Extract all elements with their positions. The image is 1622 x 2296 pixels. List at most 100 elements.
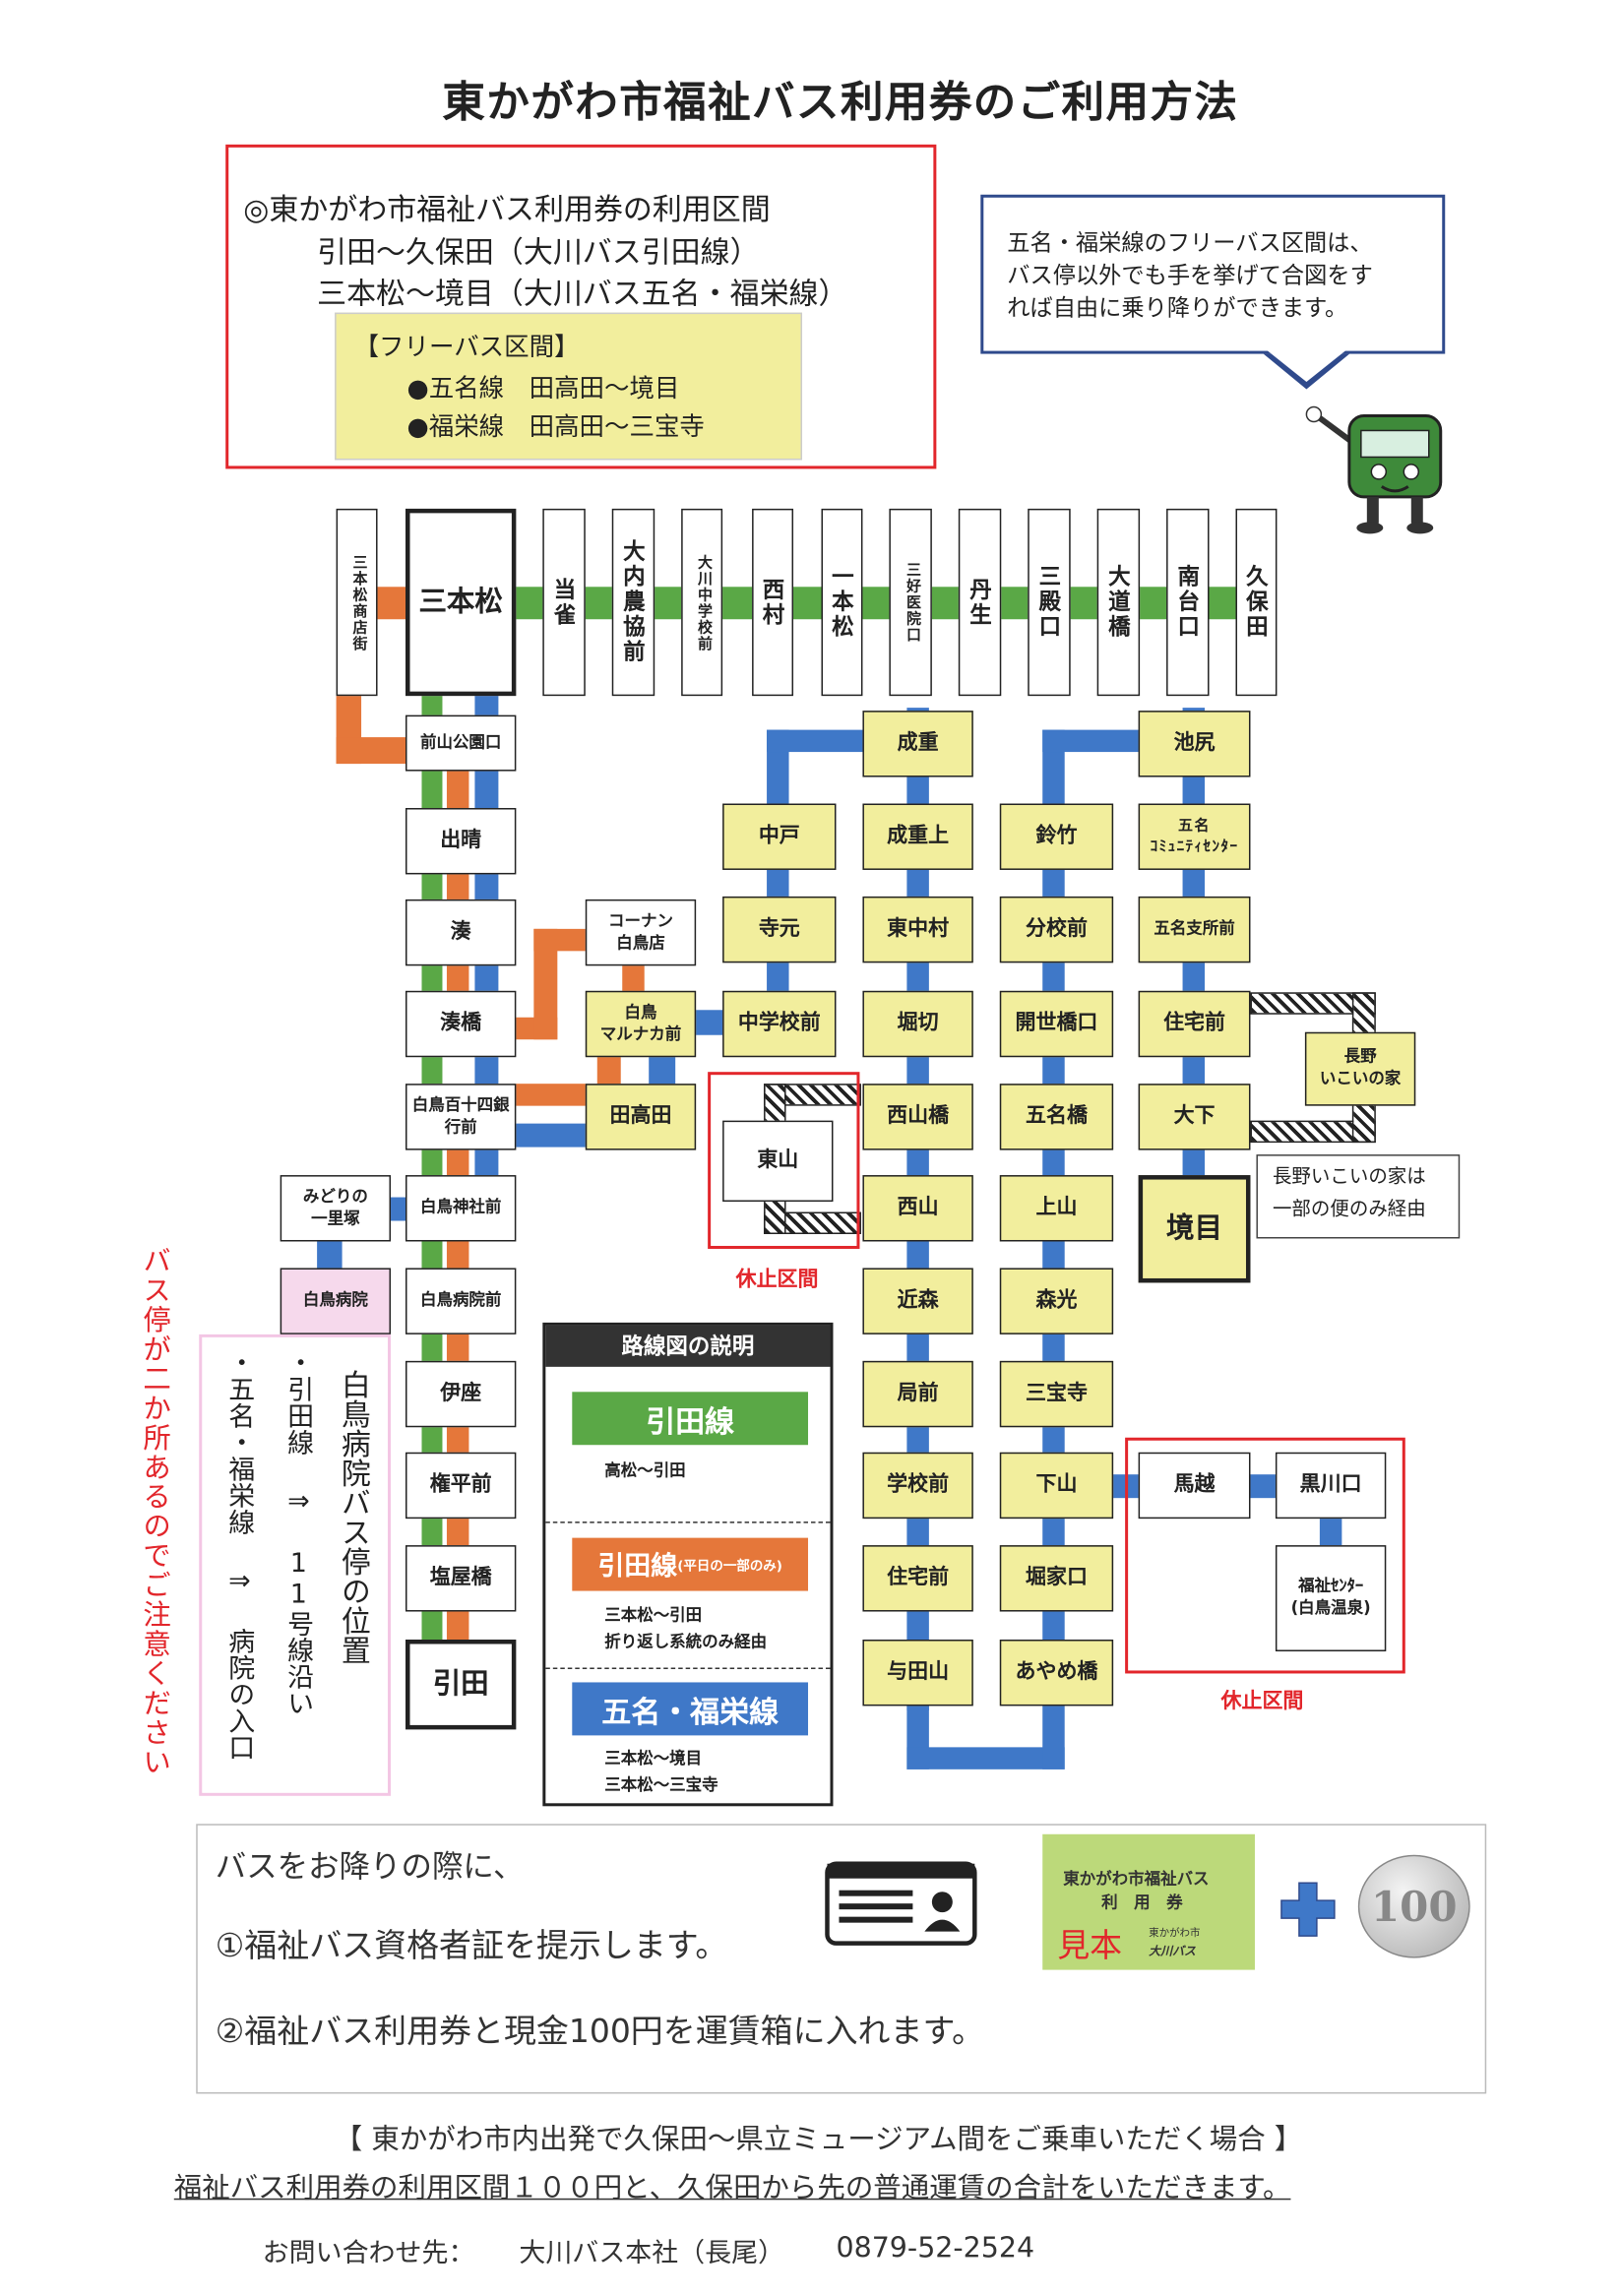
bubble-line: 五名・福栄線のフリーバス区間は、 [1007,229,1373,257]
bus-stop[interactable]: 当雀 [542,508,586,697]
bus-stop[interactable]: 近森 [862,1268,973,1334]
contact-name: 大川バス本社（長尾） [519,2238,785,2269]
bus-stop[interactable]: 住宅前 [1138,990,1251,1058]
bus-stop[interactable]: 分校前 [999,896,1114,963]
usage-route-gomyo: 三本松～境目（大川バス五名・福栄線） [317,276,848,312]
bus-stop[interactable]: 東山 [722,1120,834,1203]
orange-route-line [596,1055,621,1086]
bus-stop[interactable]: 与田山 [862,1639,973,1706]
bus-stop[interactable]: 東中村 [862,896,973,963]
hospital-note-title: 白鳥病院バス停の位置 [336,1369,372,1665]
bus-stop[interactable]: 森光 [999,1268,1114,1334]
bus-stop[interactable]: 堀切 [862,990,973,1058]
bus-stop[interactable]: 湊橋 [406,990,517,1058]
bus-stop[interactable]: 大内農協前 [611,508,655,697]
suspended-label: 休止区間 [1220,1689,1304,1713]
bus-stop[interactable]: 白鳥神社前 [406,1175,517,1242]
bus-stop[interactable]: 三本松商店街 [336,508,378,697]
blue-route-line [1247,1474,1279,1499]
legend-heading: 路線図の説明 [545,1325,831,1367]
bus-stop[interactable]: 大川中学校前 [681,508,723,697]
bus-stop[interactable]: コーナン 白鳥店 [585,899,697,966]
nagano-note-line: 一部の便のみ経由 [1272,1199,1426,1221]
legend-desc: 三本松～境目 三本松～三宝寺 [604,1748,718,1795]
free-bus-title: 【フリーバス区間】 [353,333,580,363]
bus-stop[interactable]: 湊 [406,899,517,966]
bus-stop[interactable]: 上山 [999,1175,1114,1242]
suspended-route-hatch [1351,1102,1376,1144]
bus-stop[interactable]: 出晴 [406,808,517,875]
legend-hiketa-line: 引田線 [572,1392,809,1446]
bus-stop[interactable]: 五名橋 [999,1084,1114,1150]
blue-route-line [693,1010,726,1035]
bus-stop[interactable]: 三殿口 [1028,508,1071,697]
bus-stop[interactable]: 開世橋口 [999,990,1114,1058]
bus-stop[interactable]: 長野 いこいの家 [1304,1031,1416,1106]
bus-stop[interactable]: 権平前 [406,1452,517,1520]
legend-desc: 高松～引田 [604,1460,686,1481]
suspended-section-frame [708,1072,860,1249]
bus-stop[interactable]: 三宝寺 [999,1360,1114,1428]
bus-stop[interactable]: 丹生 [958,508,1002,697]
bus-stop[interactable]: 黒川口 [1275,1452,1387,1520]
orange-route-line [336,737,407,765]
bus-stop[interactable]: 堀家口 [999,1545,1114,1612]
bus-stop[interactable]: 久保田 [1235,508,1278,697]
bus-stop[interactable]: 西山 [862,1175,973,1242]
bus-stop[interactable]: 前山公園口 [406,714,517,772]
bus-stop[interactable]: 三本松 [406,508,517,697]
bus-stop[interactable]: 福祉ｾﾝﾀｰ (白鳥温泉) [1275,1545,1387,1651]
legend-label: 引田線 [646,1402,735,1439]
bus-stop[interactable]: 田高田 [585,1084,697,1150]
bus-stop[interactable]: 寺元 [722,896,837,963]
free-bus-fukuei: ●福栄線 田高田～三宝寺 [406,412,705,443]
bus-stop[interactable]: みどりの 一里塚 [280,1175,392,1242]
bus-stop[interactable]: 池尻 [1138,711,1251,777]
bus-stop[interactable]: 伊座 [406,1360,517,1428]
bus-stop[interactable]: 三好医院口 [889,508,932,697]
bus-stop[interactable]: 大下 [1138,1084,1251,1150]
bus-stop[interactable]: 成重 [862,711,973,777]
bus-stop[interactable]: 境目 [1138,1175,1251,1283]
bus-stop[interactable]: 西村 [752,508,794,697]
divider [545,1667,831,1669]
instructions-box: バスをお降りの際に、 ①福祉バス資格者証を提示します。 ②福祉バス利用券と現金1… [196,1824,1487,2094]
bus-stop[interactable]: 南台口 [1166,508,1210,697]
bus-stop[interactable]: 白鳥 マルナカ前 [585,990,697,1058]
bus-stop[interactable]: 塩屋橋 [406,1545,517,1612]
free-bus-gomyo: ●五名線 田高田～境目 [406,374,680,404]
contact-label: お問い合わせ先： [262,2238,475,2269]
bus-stop[interactable]: 一本松 [821,508,863,697]
legend-label: 五名・福栄線 [601,1693,780,1729]
bus-stop[interactable]: 中戸 [722,803,837,870]
bus-stop[interactable]: 鈴竹 [999,803,1114,870]
ticket-line1: 東かがわ市福祉バス [1063,1869,1210,1890]
bus-stop[interactable]: 白鳥百十四銀 行前 [406,1084,517,1150]
instructions-step1: ①福祉バス資格者証を提示します。 [215,1928,728,1966]
bus-stop[interactable]: 引田 [406,1639,517,1730]
bus-stop[interactable]: 住宅前 [862,1545,973,1612]
bus-stop[interactable]: 中学校前 [722,990,837,1058]
hospital-note-hiketa: ・引田線 ⇒ 11号線沿い [282,1348,315,1716]
bus-stop[interactable]: あやめ橋 [999,1639,1114,1706]
bus-stop[interactable]: 白鳥病院前 [406,1268,517,1334]
notice-body: 福祉バス利用券の利用区間１００円と、久保田から先の普通運賃の合計をいただきます。 [173,2171,1291,2204]
bus-stop[interactable]: 学校前 [862,1452,973,1520]
legend-desc: 三本松～引田 折り返し系統のみ経由 [604,1605,768,1651]
blue-route-line [1319,1516,1342,1549]
bus-stop[interactable]: 西山橋 [862,1084,973,1150]
instructions-intro: バスをお降りの際に、 [215,1848,525,1885]
ticket-sample-stamp: 見本 [1057,1928,1123,1966]
bus-stop[interactable]: 馬越 [1138,1452,1251,1520]
page-title: 東かがわ市福祉バス利用券のご利用方法 [442,76,1239,127]
bus-stop[interactable]: 下山 [999,1452,1114,1520]
instructions-step2: ②福祉バス利用券と現金100円を運賃箱に入れます。 [215,2014,985,2051]
bus-stop[interactable]: 大道橋 [1096,508,1141,697]
bus-stop[interactable]: 五名支所前 [1138,896,1251,963]
bus-stop[interactable]: 白鳥病院 [280,1268,392,1334]
bus-stop[interactable]: 局前 [862,1360,973,1428]
bus-stop[interactable]: 成重上 [862,803,973,870]
bus-stop[interactable]: 五名 ｺﾐｭﾆﾃｨｾﾝﾀｰ [1138,803,1251,870]
side-warning: バス停が二か所あるのでご注意ください [138,1245,171,1777]
